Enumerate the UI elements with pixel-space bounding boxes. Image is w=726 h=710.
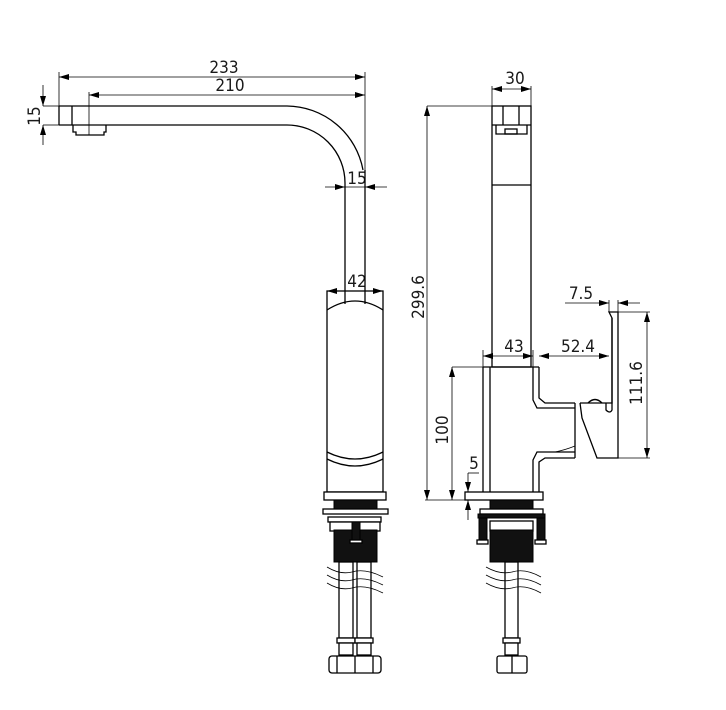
dim-label: 299.6	[409, 275, 429, 319]
dim-30: 30	[491, 69, 532, 106]
dim-label: 111.6	[627, 361, 647, 405]
dim-299-6: 299.6	[409, 105, 492, 501]
dim-15-spout: 15	[25, 85, 59, 145]
side-column	[491, 105, 532, 368]
dim-label: 42	[347, 272, 366, 292]
side-body	[464, 366, 576, 501]
dim-label: 233	[209, 58, 238, 78]
dim-233: 233	[58, 58, 366, 190]
side-view: 30 299.6 100 5 43 52.4	[409, 69, 650, 674]
front-view: 233 210 15 15 42	[25, 58, 389, 674]
dim-label: 15	[347, 169, 366, 189]
dim-label: 43	[504, 337, 523, 357]
dim-43: 43	[482, 337, 534, 367]
dim-label: 100	[433, 415, 453, 444]
dim-15-neck: 15	[325, 169, 387, 190]
dim-label: 30	[505, 69, 524, 89]
dim-100: 100	[433, 366, 483, 500]
dim-label: 5	[469, 454, 479, 474]
dim-label: 210	[215, 76, 244, 96]
dim-210: 210	[88, 76, 365, 135]
aerator	[72, 125, 107, 136]
lever-handle	[554, 311, 619, 459]
dim-52-4: 52.4	[539, 337, 609, 359]
front-mounting	[322, 499, 389, 674]
dim-42: 42	[327, 272, 383, 294]
dim-7-5: 7.5	[565, 284, 640, 312]
dim-label: 7.5	[569, 284, 593, 304]
front-body	[323, 290, 387, 501]
dim-label: 52.4	[561, 337, 595, 357]
dim-label: 15	[25, 106, 45, 125]
side-mounting	[476, 499, 547, 674]
dim-111-6: 111.6	[618, 311, 650, 459]
spout	[58, 105, 364, 184]
